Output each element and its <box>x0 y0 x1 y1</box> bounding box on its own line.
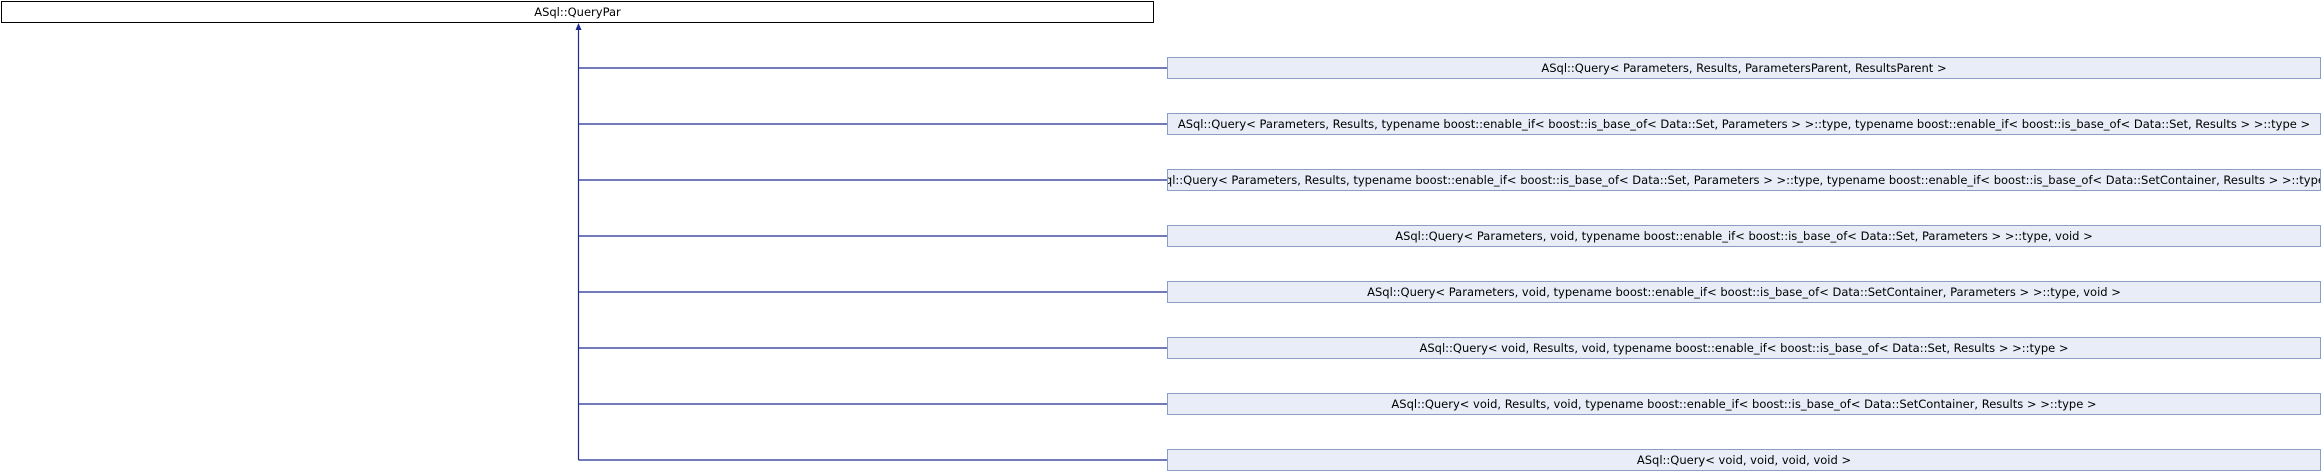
derived-class-node[interactable]: ASql::Query< Parameters, void, typename … <box>1167 281 2321 303</box>
derived-class-node[interactable]: ASql::Query< Parameters, Results, Parame… <box>1167 57 2321 79</box>
derived-class-label: ASql::Query< void, void, void, void > <box>1636 453 1852 467</box>
inheritance-arrowhead <box>575 23 582 30</box>
derived-class-label: ASql::Query< Parameters, Results, typena… <box>1167 173 2321 187</box>
derived-class-node[interactable]: ASql::Query< void, void, void, void > <box>1167 449 2321 471</box>
derived-class-label: ASql::Query< Parameters, Results, Parame… <box>1541 61 1947 75</box>
derived-class-label: ASql::Query< Parameters, void, typename … <box>1367 285 2121 299</box>
base-class-label: ASql::QueryPar <box>534 5 621 19</box>
derived-class-label: ASql::Query< Parameters, void, typename … <box>1395 229 2093 243</box>
derived-class-node[interactable]: ASql::Query< void, Results, void, typena… <box>1167 393 2321 415</box>
derived-class-label: ASql::Query< Parameters, Results, typena… <box>1177 117 2311 131</box>
derived-class-label: ASql::Query< void, Results, void, typena… <box>1419 341 2069 355</box>
derived-class-label: ASql::Query< void, Results, void, typena… <box>1391 397 2097 411</box>
derived-class-node[interactable]: ASql::Query< Parameters, Results, typena… <box>1167 113 2321 135</box>
base-class-node[interactable]: ASql::QueryPar <box>1 1 1154 23</box>
derived-class-node[interactable]: ASql::Query< void, Results, void, typena… <box>1167 337 2321 359</box>
derived-class-node[interactable]: ASql::Query< Parameters, Results, typena… <box>1167 169 2321 191</box>
derived-class-node[interactable]: ASql::Query< Parameters, void, typename … <box>1167 225 2321 247</box>
